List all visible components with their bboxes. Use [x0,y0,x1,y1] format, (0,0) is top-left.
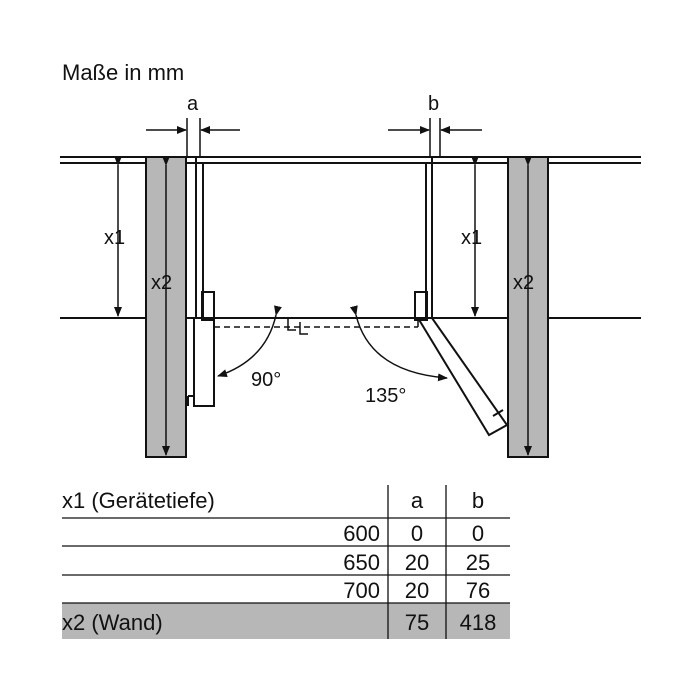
angle-label-135: 135° [365,385,406,407]
table-row-1-a: 0 [411,521,423,546]
door-center-symbol [287,318,308,335]
dimension-label-x2-left: x2 [151,272,172,294]
table-header-a: a [411,488,424,513]
table-row-2-x1: 650 [343,550,380,575]
door-right-handle [492,409,504,417]
dimension-label-x1-right: x1 [461,227,482,249]
hinge-left [201,291,215,321]
table-header-b: b [472,488,484,513]
angle-arc-left [217,305,282,377]
table-row-1-x1: 600 [343,521,380,546]
table-header-x1: x1 (Gerätetiefe) [62,488,215,513]
appliance-body [195,156,433,319]
dimension-label-b: b [428,93,439,115]
table-footer-x2: x2 (Wand) [62,610,163,635]
table-row-3-b: 76 [466,578,490,603]
dimension-label-x1-left: x1 [104,227,125,249]
table-footer-b: 418 [460,610,497,635]
table-row-3-a: 20 [405,578,429,603]
dimension-label-a: a [187,93,199,115]
angle-arc-right [349,305,448,382]
table-footer-a: 75 [405,610,429,635]
table-footer-bg [62,603,510,639]
table-row-1-b: 0 [472,521,484,546]
table-row-3-x1: 700 [343,578,380,603]
angle-label-90: 90° [251,369,281,391]
door-left-open-90 [193,317,215,407]
dimension-label-x2-right: x2 [513,272,534,294]
table-row-2-b: 25 [466,550,490,575]
table-row-2-a: 20 [405,550,429,575]
diagram-title: Maße in mm [62,60,184,85]
